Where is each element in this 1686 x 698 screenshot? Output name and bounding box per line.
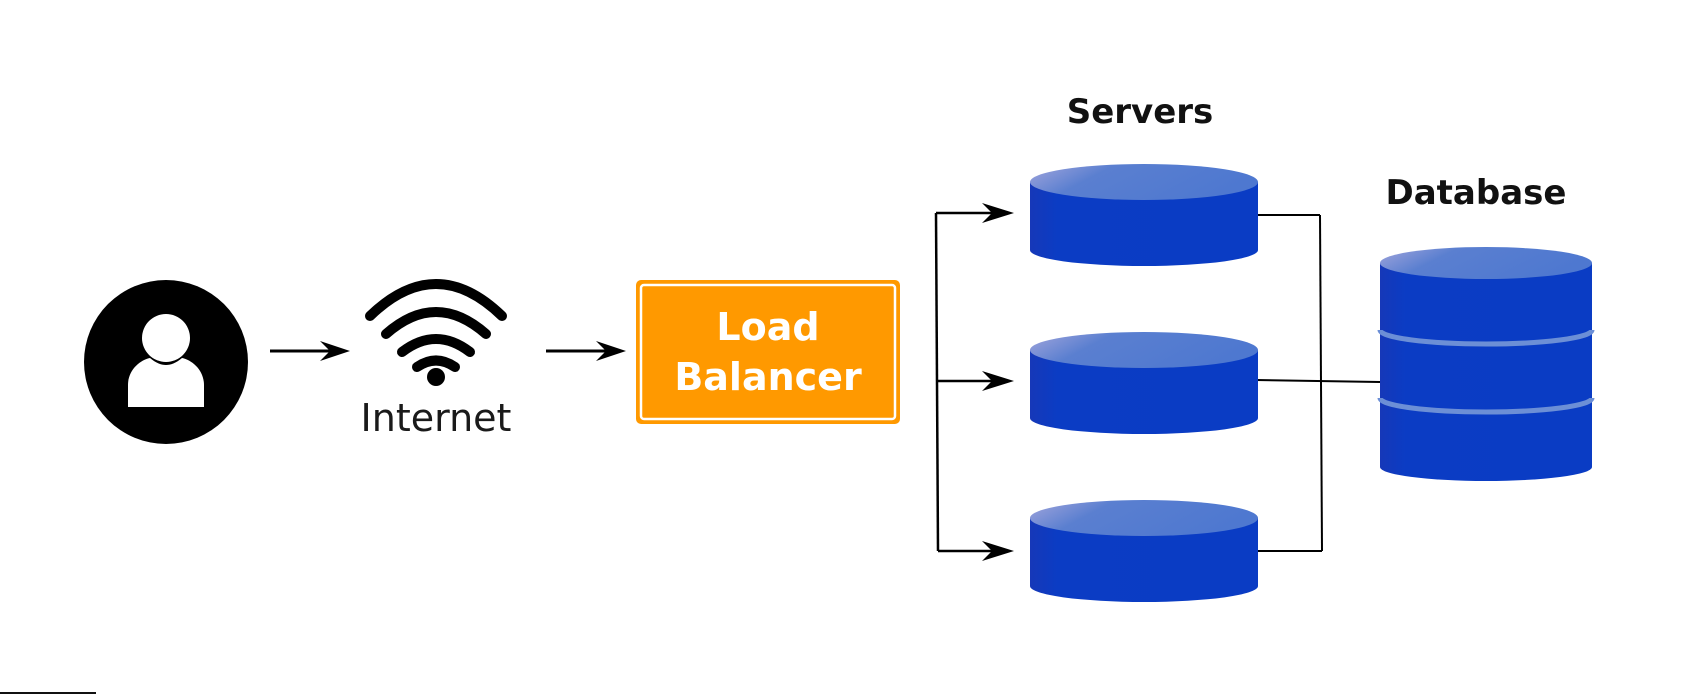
fan-out-connector: [934, 211, 996, 553]
servers-heading: Servers: [1066, 92, 1214, 132]
load-balancer-label-line-1: Load: [716, 305, 820, 349]
arrow-to-server-1: [982, 203, 1014, 223]
footer-rule: [0, 692, 96, 694]
server-3: [1030, 500, 1258, 602]
servers-to-database-connector: [1254, 214, 1381, 552]
wifi-dot-icon: [427, 368, 445, 386]
wifi-icon: [365, 279, 507, 372]
internet-label: Internet: [360, 396, 512, 440]
load-balancer-label: Load Balancer: [640, 284, 896, 420]
database-heading: Database: [1385, 173, 1567, 213]
user-icon: [84, 280, 248, 444]
server-2: [1030, 332, 1258, 434]
arrow-to-server-3: [982, 541, 1014, 561]
database-cylinder: [1377, 247, 1595, 481]
arrow-internet-to-load-balancer: [546, 341, 626, 361]
load-balancer-label-line-2: Balancer: [674, 355, 862, 399]
arrow-user-to-internet: [270, 341, 350, 361]
server-1: [1030, 164, 1258, 266]
load-balancer-box: [636, 280, 900, 424]
arrow-to-server-2: [982, 371, 1014, 391]
